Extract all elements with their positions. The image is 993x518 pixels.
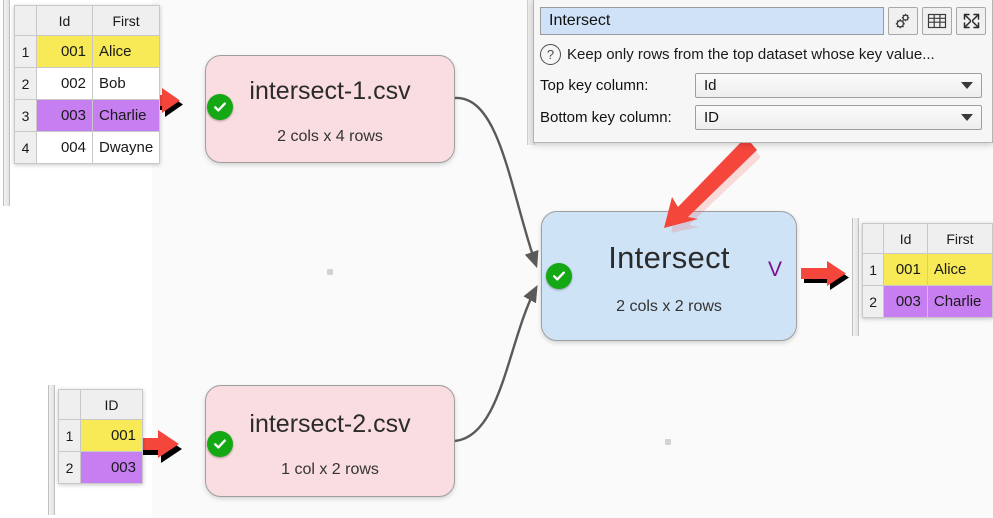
top-key-column-value: Id [704,77,717,94]
question-icon[interactable]: ? [540,43,561,65]
row-number: 1 [58,419,81,452]
table-header-row: Id First [861,223,993,254]
row-number: 2 [861,285,885,318]
cell-id[interactable]: 004 [36,131,93,164]
table-row[interactable]: 3 003 Charlie [14,99,161,132]
panel-help-row: ? Keep only rows from the top dataset wh… [534,40,992,68]
bottom-key-column-row: Bottom key column: ID [534,103,992,132]
gears-icon[interactable] [888,7,918,35]
cell-first[interactable]: Charlie [926,285,993,318]
node-dimensions: 2 cols x 2 rows [616,298,722,315]
cell-id[interactable]: 003 [883,285,928,318]
table-header-row: ID [58,389,143,420]
table-row[interactable]: 2 002 Bob [14,67,161,100]
top-key-column-row: Top key column: Id [534,71,992,100]
table-row[interactable]: 2 003 [58,451,143,484]
table-row[interactable]: 4 004 Dwayne [14,131,161,164]
chevron-down-icon [961,114,973,121]
table-icon[interactable] [922,7,952,35]
table-row[interactable]: 2 003 Charlie [861,285,993,318]
column-header-rownum [14,5,37,36]
cell-id[interactable]: 002 [36,67,93,100]
output-dataset-preview[interactable]: Id First 1 001 Alice 2 003 Charlie [861,223,993,318]
row-number: 4 [14,131,37,164]
table-scrollbar[interactable] [3,0,10,206]
status-ok-icon [546,263,572,289]
expand-icon[interactable] [956,7,986,35]
column-header-rownum [58,389,81,420]
row-number: 1 [14,35,37,68]
item-name-input[interactable] [540,7,884,35]
table-scrollbar[interactable] [48,385,55,515]
node-variant-marker: V [768,258,783,281]
annotation-arrow-input-2 [130,430,182,463]
annotation-arrow-output [801,261,849,290]
row-number: 3 [14,99,37,132]
node-dimensions: 2 cols x 4 rows [277,127,383,145]
row-number: 2 [14,67,37,100]
input-dataset-2-preview[interactable]: ID 1 001 2 003 [58,389,143,484]
cell-id[interactable]: 003 [36,99,93,132]
row-number: 2 [58,451,81,484]
cell-id[interactable]: 001 [80,419,143,452]
table-scrollbar[interactable] [852,218,859,336]
panel-title-row [534,5,992,37]
table-header-row: Id First [14,5,161,36]
item-settings-panel: ? Keep only rows from the top dataset wh… [533,0,993,143]
panel-help-text: Keep only rows from the top dataset whos… [567,45,935,63]
cell-first[interactable]: Dwayne [91,131,161,164]
cell-id[interactable]: 003 [80,451,143,484]
chevron-down-icon [961,82,973,89]
column-header-rownum [861,223,885,254]
column-header-id: Id [883,223,928,254]
top-key-column-label: Top key column: [540,77,649,94]
cell-id[interactable]: 001 [883,253,928,286]
node-dimensions: 1 col x 2 rows [281,460,379,478]
node-title: intersect-1.csv [249,76,411,105]
input-dataset-1-preview[interactable]: Id First 1 001 Alice 2 002 Bob 3 003 Cha… [14,5,161,164]
row-number: 1 [861,253,885,286]
cell-first[interactable]: Alice [91,35,161,68]
cell-first[interactable]: Charlie [91,99,161,132]
column-header-id: ID [80,389,143,420]
bottom-key-column-label: Bottom key column: [540,109,672,126]
table-row[interactable]: 1 001 Alice [861,253,993,286]
bottom-key-column-select[interactable]: ID [695,105,982,130]
node-intersect-1-csv[interactable]: intersect-1.csv 2 cols x 4 rows [205,55,455,163]
table-row[interactable]: 1 001 [58,419,143,452]
cell-id[interactable]: 001 [36,35,93,68]
column-header-first: First [926,223,993,254]
canvas-grid-dot [665,439,671,445]
bottom-key-column-value: ID [704,109,719,126]
top-key-column-select[interactable]: Id [695,73,982,98]
annotation-arrow-to-operation [664,137,760,233]
status-ok-icon [207,94,233,120]
node-intersect-operation[interactable]: Intersect 2 cols x 2 rows [541,211,797,341]
cell-first[interactable]: Alice [926,253,993,286]
table-row[interactable]: 1 001 Alice [14,35,161,68]
column-header-first: First [91,5,161,36]
node-title: Intersect [608,240,730,275]
column-header-id: Id [36,5,93,36]
cell-first[interactable]: Bob [91,67,161,100]
canvas-grid-dot [327,269,333,275]
node-intersect-2-csv[interactable]: intersect-2.csv 1 col x 2 rows [205,385,455,497]
node-title: intersect-2.csv [249,409,411,438]
status-ok-icon [207,431,233,457]
